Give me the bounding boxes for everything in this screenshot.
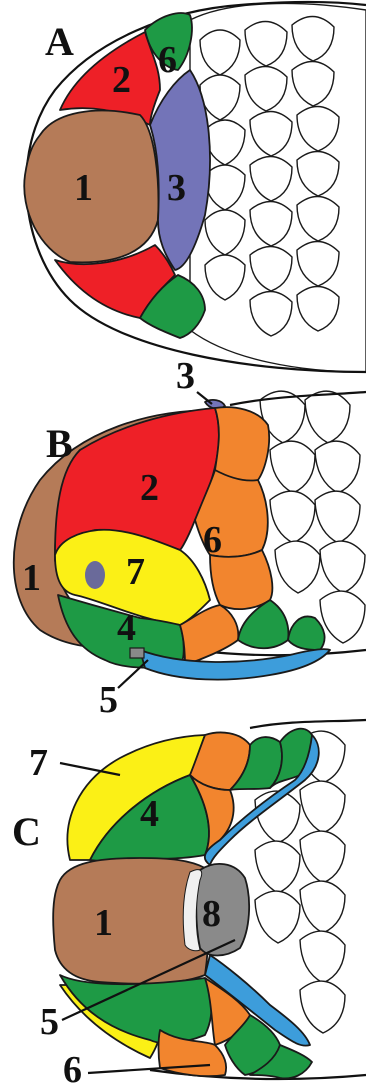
panel-b-label: B	[46, 421, 73, 466]
panel-a: A 1 2 3 6	[24, 2, 366, 372]
panel-c-number-7: 7	[29, 742, 48, 784]
panel-c: C 1 4 5 6 7 8	[12, 720, 366, 1088]
panel-b-number-2: 2	[140, 467, 159, 509]
panel-b-number-5: 5	[99, 679, 118, 721]
panel-b-shield-6-a	[215, 407, 269, 482]
panel-c-number-6: 6	[63, 1049, 82, 1088]
panel-a-label: A	[45, 19, 74, 64]
panel-c-number-8: 8	[202, 893, 221, 935]
panel-c-label: C	[12, 809, 41, 854]
panel-b: B 1 2 3 4 5 6 7	[14, 355, 366, 721]
panel-b-eye-spot	[85, 561, 105, 589]
panel-b-number-4: 4	[117, 607, 136, 649]
panel-a-number-6: 6	[158, 39, 177, 81]
panel-c-number-1: 1	[94, 902, 113, 944]
panel-a-scales	[190, 3, 366, 372]
panel-a-number-3: 3	[167, 167, 186, 209]
panel-b-small-gray-plate	[130, 648, 144, 658]
panel-c-number-5: 5	[40, 1001, 59, 1043]
panel-b-number-3: 3	[176, 355, 195, 397]
panel-a-number-1: 1	[74, 167, 93, 209]
panel-a-number-2: 2	[112, 59, 131, 101]
panel-b-green-2	[288, 617, 325, 650]
panel-b-number-6: 6	[203, 519, 222, 561]
panel-c-number-4: 4	[140, 793, 159, 835]
panel-b-number-1: 1	[22, 557, 41, 599]
panel-b-number-7: 7	[126, 551, 145, 593]
